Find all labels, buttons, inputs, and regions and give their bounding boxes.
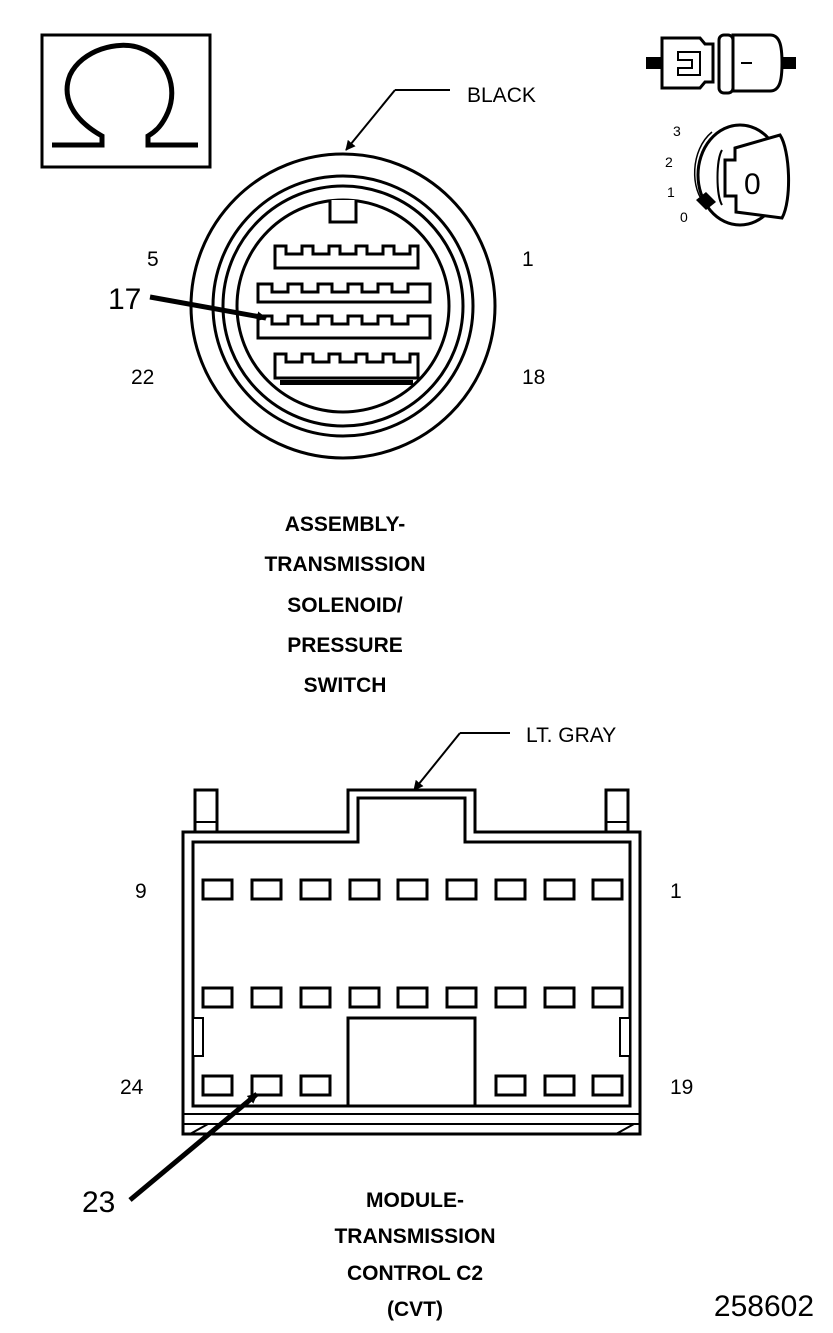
solenoid-title-line-2: TRANSMISSION <box>264 553 425 576</box>
connector-disconnect-icon <box>646 33 796 95</box>
solenoid-title-line-5: SWITCH <box>304 674 387 697</box>
pin-row-2 <box>201 986 624 1009</box>
pin-callout-17: 17 <box>108 283 141 316</box>
solenoid-title-line-1: ASSEMBLY- <box>285 513 406 536</box>
ignition-position-0: 0 <box>680 209 688 225</box>
pin-callout-23: 23 <box>82 1186 115 1219</box>
connector-color-label: BLACK <box>467 84 536 107</box>
connector-color-label: LT. GRAY <box>526 724 616 747</box>
pin-label-9: 9 <box>135 880 147 903</box>
pin-label-19: 19 <box>670 1076 693 1099</box>
ignition-position-1: 1 <box>667 184 675 200</box>
tcm-title-line-4: (CVT) <box>387 1298 443 1321</box>
tcm-title-line-1: MODULE- <box>366 1189 464 1212</box>
pin-label-18: 18 <box>522 366 545 389</box>
ohm-symbol-icon <box>40 33 212 169</box>
ignition-key-label: 0 <box>744 168 761 201</box>
pin-label-22: 22 <box>131 366 154 389</box>
pin-row-3 <box>201 1074 624 1097</box>
ignition-key-icon: 3 2 1 0 0 <box>665 123 790 227</box>
pin-label-5: 5 <box>147 248 159 271</box>
ignition-position-3: 3 <box>673 123 681 139</box>
ignition-position-2: 2 <box>665 154 673 170</box>
figure-number: 258602 <box>714 1290 814 1323</box>
solenoid-title-line-3: SOLENOID/ <box>287 594 403 617</box>
tcm-title-line-3: CONTROL C2 <box>347 1262 483 1285</box>
tcm-title-line-2: TRANSMISSION <box>334 1225 495 1248</box>
pin-row-1 <box>201 878 624 901</box>
pin-label-24: 24 <box>120 1076 144 1099</box>
solenoid-title-line-4: PRESSURE <box>287 634 403 657</box>
pin-label-1: 1 <box>522 248 534 271</box>
pin-label-1: 1 <box>670 880 682 903</box>
tcm-connector: LT. GRAY 9 1 24 19 2 <box>82 724 693 1321</box>
solenoid-connector: BLACK 5 1 17 22 18 ASSEMBLY- TRANSMISSIO… <box>108 84 545 697</box>
